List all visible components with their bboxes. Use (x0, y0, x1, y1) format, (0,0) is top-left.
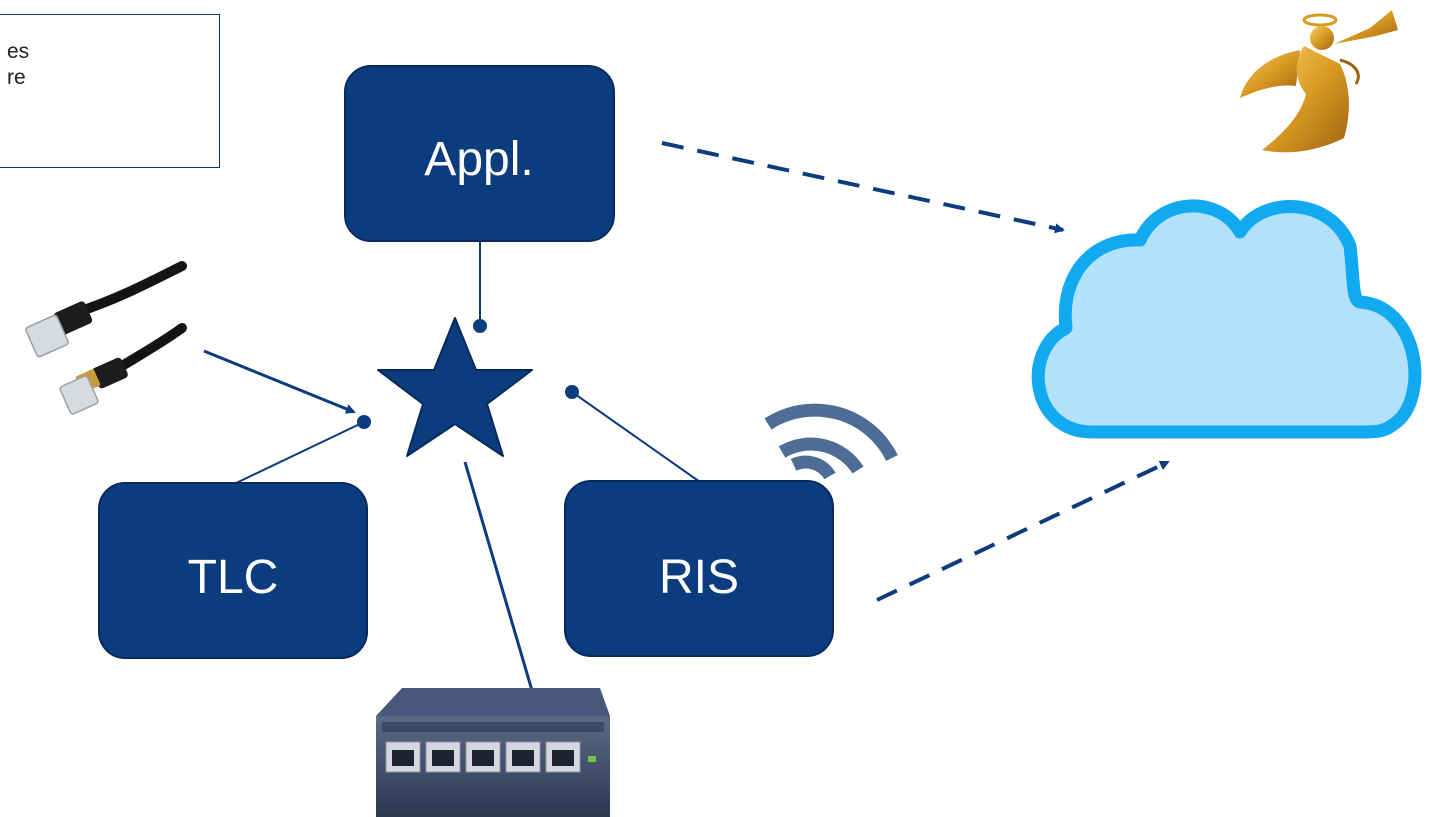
dashed-arrow-appl-to-cloud (661, 141, 1065, 234)
wifi-signal-icon (764, 403, 898, 480)
star-hub-icon (377, 317, 533, 457)
ethernet-cable-icon (25, 261, 187, 415)
note-line-1: es (7, 40, 30, 63)
node-appl: Appl. (344, 65, 615, 242)
connector-dot-tlc (357, 415, 371, 429)
angel-trumpet-icon (1240, 10, 1398, 153)
node-tlc-label: TLC (188, 551, 279, 604)
network-switch-icon (376, 688, 610, 817)
connector-dot-appl (473, 319, 487, 333)
connector-dot-ris (565, 385, 579, 399)
cloud-icon (1031, 199, 1422, 439)
node-appl-label: Appl. (424, 133, 533, 186)
note-line-2: re (7, 66, 26, 89)
node-ris: RIS (564, 480, 834, 657)
connector-ris-hub (571, 391, 701, 483)
node-tlc: TLC (98, 482, 368, 659)
arrow-cable-to-hub (203, 349, 356, 414)
connector-tlc-hub (231, 421, 365, 486)
node-ris-label: RIS (659, 551, 739, 604)
note-box: es re (0, 14, 220, 168)
dashed-arrow-ris-to-cloud (876, 460, 1170, 602)
